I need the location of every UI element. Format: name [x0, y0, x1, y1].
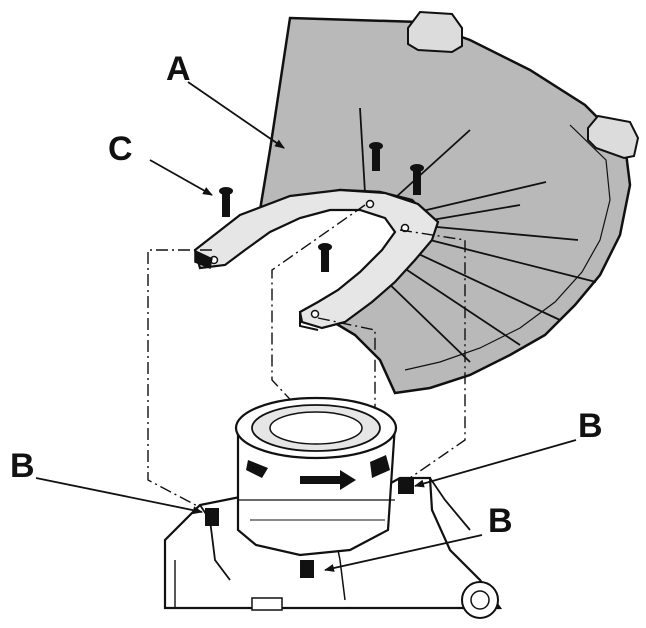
callout-labels: A C B B B [10, 50, 603, 540]
screw-c [219, 187, 233, 217]
leader-b-bottom [324, 534, 483, 572]
guard-ribs [359, 107, 597, 363]
callout-c: C [108, 130, 133, 168]
leader-c [149, 159, 213, 196]
screw-top-2 [410, 164, 424, 195]
callout-b-right: B [578, 407, 603, 445]
screw-top-1 [369, 142, 383, 171]
leader-a [187, 81, 285, 149]
mounting-bracket [193, 188, 440, 331]
screw-middle [318, 243, 332, 272]
callout-b-left: B [10, 447, 35, 485]
leader-b-right [414, 439, 577, 488]
leader-lines [35, 81, 577, 572]
motor-cap [234, 396, 398, 557]
callout-b-bottom: B [488, 502, 513, 540]
callout-a: A [166, 50, 191, 88]
leader-b-left [35, 477, 203, 515]
screws [219, 142, 424, 272]
